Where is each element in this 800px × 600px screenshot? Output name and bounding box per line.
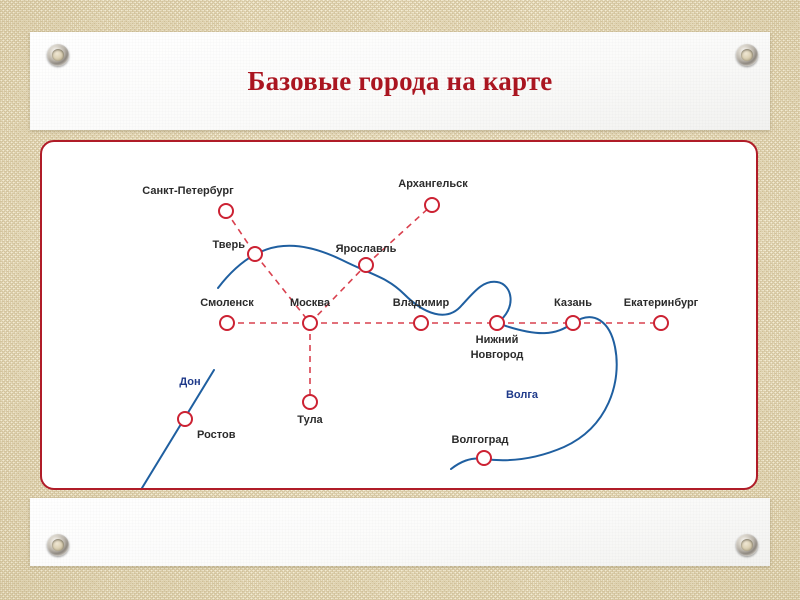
bottom-paper-sheet — [30, 498, 770, 566]
city-marker-group — [177, 197, 669, 466]
river-label-volga: Волга — [506, 389, 539, 401]
city-label-group: Санкт-Петербург Архангельск Тверь Яросла… — [142, 178, 698, 446]
city-label-smolensk: Смоленск — [200, 297, 254, 309]
city-label-tula: Тула — [297, 414, 323, 426]
city-marker-yaroslavl[interactable] — [358, 257, 374, 273]
city-label-rostov: Ростов — [197, 429, 236, 441]
city-marker-tula[interactable] — [302, 394, 318, 410]
city-marker-rostov[interactable] — [177, 411, 193, 427]
title-paper-sheet — [30, 32, 770, 130]
city-label-yaroslavl: Ярославль — [336, 243, 397, 255]
map-panel: Санкт-Петербург Архангельск Тверь Яросла… — [40, 140, 758, 490]
river-path-don — [141, 369, 215, 488]
rail-link-tver-moscow — [254, 253, 311, 324]
city-marker-vladimir[interactable] — [413, 315, 429, 331]
city-marker-volgograd[interactable] — [476, 450, 492, 466]
river-label-group: Дон Волга — [179, 376, 539, 401]
river-group — [141, 244, 618, 488]
grommet-bottom-left-icon — [47, 534, 69, 556]
city-label-nizhniy: Нижний — [476, 334, 519, 346]
rail-link-yaroslavl-arkhangelsk — [365, 204, 433, 266]
city-marker-smolensk[interactable] — [219, 315, 235, 331]
city-label-volgograd: Волгоград — [452, 434, 509, 446]
city-marker-sankt-peterburg[interactable] — [218, 203, 234, 219]
city-label-moskva: Москва — [290, 297, 331, 309]
grommet-bottom-right-icon — [736, 534, 758, 556]
rail-link-group — [225, 204, 661, 402]
city-label-ekaterinburg: Екатеринбург — [624, 297, 699, 309]
city-marker-kazan[interactable] — [565, 315, 581, 331]
grommet-top-left-icon — [47, 44, 69, 66]
page-title: Базовые города на карте — [247, 66, 553, 96]
city-label-arkhangelsk: Архангельск — [398, 178, 468, 190]
city-marker-arkhangelsk[interactable] — [424, 197, 440, 213]
rail-link-spb-tver — [225, 210, 256, 255]
city-marker-nizhniy-novgorod[interactable] — [489, 315, 505, 331]
city-label-novgorod: Новгород — [471, 349, 524, 361]
city-label-tver: Тверь — [212, 239, 245, 251]
rail-link-moscow-yaroslavl — [309, 264, 367, 324]
map-diagram: Санкт-Петербург Архангельск Тверь Яросла… — [141, 178, 699, 488]
city-label-kazan: Казань — [554, 297, 592, 309]
city-label-vladimir: Владимир — [393, 297, 450, 309]
river-label-don: Дон — [179, 376, 200, 388]
grommet-top-right-icon — [736, 44, 758, 66]
city-marker-moskva[interactable] — [302, 315, 318, 331]
city-marker-ekaterinburg[interactable] — [653, 315, 669, 331]
city-marker-tver[interactable] — [247, 246, 263, 262]
river-path-volga — [217, 244, 618, 470]
city-label-sankt-peterburg: Санкт-Петербург — [142, 185, 234, 197]
